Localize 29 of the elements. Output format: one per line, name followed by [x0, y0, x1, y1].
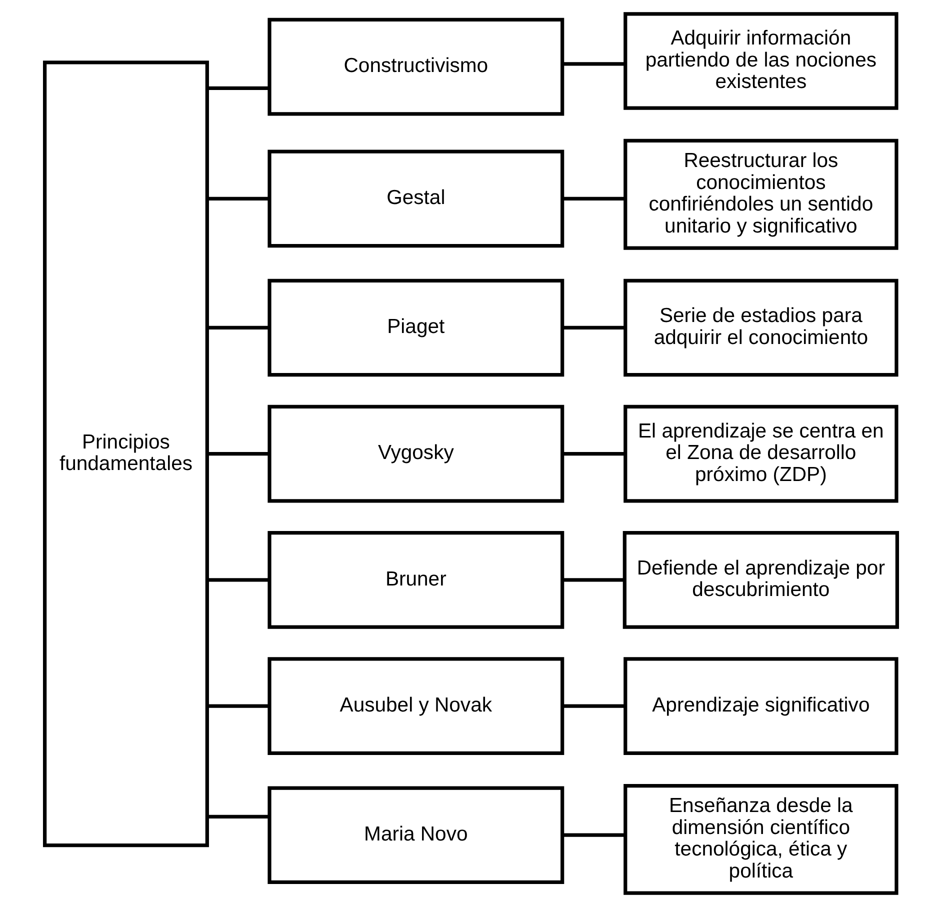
- node-box: Ausubel y Novak: [268, 657, 564, 756]
- connector: [208, 814, 270, 818]
- connector: [562, 704, 626, 708]
- node-box: El aprendizaje se centra en el Zona de desarrollo próximo (ZDP): [624, 404, 898, 503]
- node-box: Reestructurar los conocimientos confiriéndoles un sentido unitario y significativo: [624, 138, 898, 250]
- node-box: Enseñanza desde la dimensión científico tecnológica, ética y política: [624, 784, 898, 895]
- connector: [208, 326, 270, 330]
- connector: [208, 452, 270, 456]
- connector: [562, 196, 626, 201]
- node-box: Maria Novo: [268, 786, 564, 884]
- connector: [208, 578, 270, 582]
- node-box: Principios fundamentales: [42, 60, 209, 848]
- connector: [208, 196, 270, 201]
- node-box: Vygosky: [268, 404, 564, 503]
- connector: [208, 704, 270, 708]
- connector: [562, 326, 626, 330]
- node-box: Aprendizaje significativo: [624, 657, 898, 756]
- connector: [208, 86, 270, 90]
- node-box: Serie de estadios para adquirir el conocimiento: [624, 278, 898, 377]
- node-box: Constructivismo: [268, 18, 564, 116]
- connector: [562, 833, 626, 837]
- node-box: Bruner: [268, 531, 564, 629]
- connector: [562, 452, 626, 456]
- connector: [562, 62, 626, 66]
- node-box: Piaget: [268, 278, 564, 377]
- node-box: Defiende el aprendizaje por descubrimiento: [622, 531, 900, 629]
- connector: [562, 578, 625, 582]
- node-box: Gestal: [268, 150, 564, 248]
- node-box: Adquirir información partiendo de las nociones existentes: [624, 12, 898, 110]
